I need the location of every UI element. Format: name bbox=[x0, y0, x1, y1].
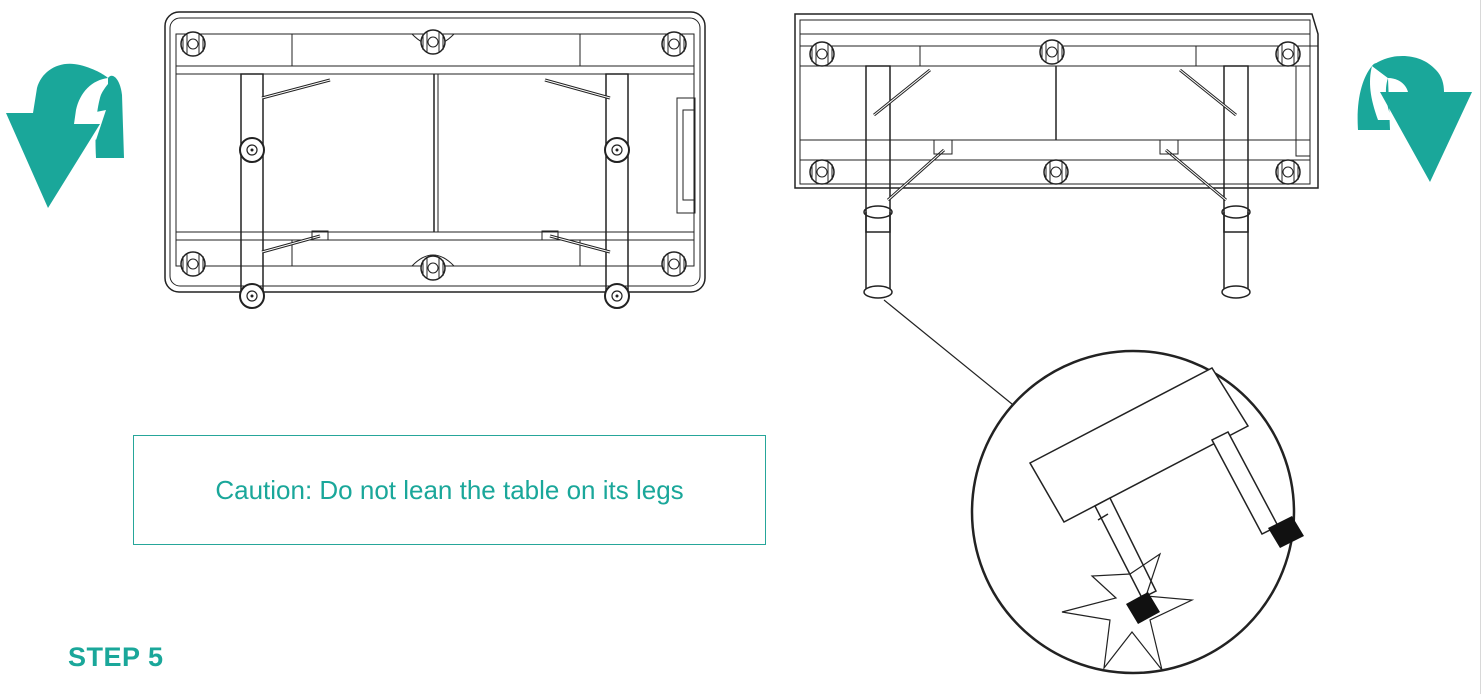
caution-text: Caution: Do not lean the table on its le… bbox=[215, 474, 684, 505]
caster-wheels-right bbox=[809, 39, 1301, 185]
impact-burst-icon bbox=[1061, 552, 1195, 671]
rotate-down-arrow-icon bbox=[1357, 55, 1472, 182]
rotate-down-arrow-icon bbox=[6, 63, 124, 208]
leg-foot-black-caps bbox=[1126, 516, 1304, 624]
tilted-table-detail bbox=[1028, 367, 1280, 600]
table-perspective-right bbox=[794, 13, 1319, 293]
step-label: STEP 5 bbox=[68, 642, 164, 672]
page-edge-line bbox=[1480, 0, 1481, 694]
caution-box: Caution: Do not lean the table on its le… bbox=[133, 435, 766, 545]
magnified-detail-circle bbox=[970, 349, 1296, 675]
callout-leader-line bbox=[883, 299, 1013, 405]
leg-feet-right bbox=[863, 285, 1251, 299]
